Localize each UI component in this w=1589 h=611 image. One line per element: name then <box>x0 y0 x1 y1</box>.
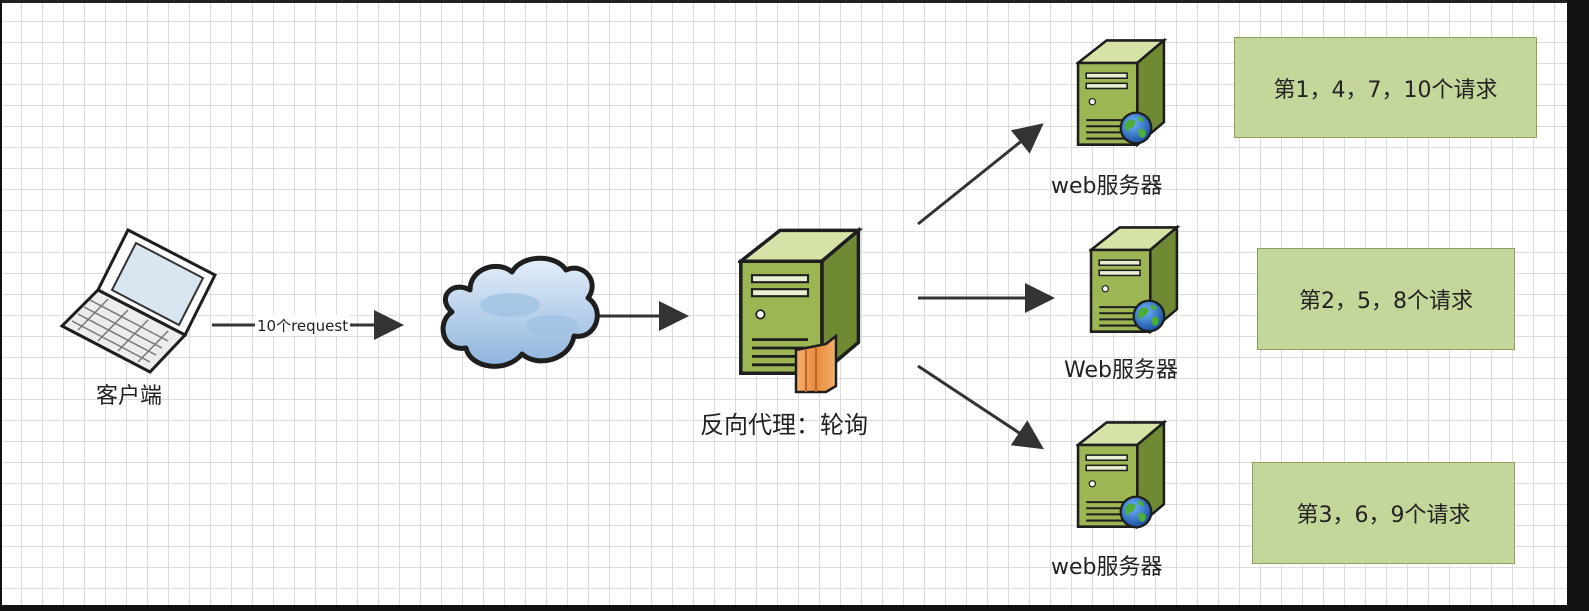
proxy-label: 反向代理：轮询 <box>700 411 868 439</box>
server-label-3: web服务器 <box>1051 555 1163 580</box>
globe-icon <box>1132 299 1166 333</box>
server-label-1: web服务器 <box>1051 174 1163 199</box>
cloud-icon <box>440 255 600 369</box>
firewall-icon <box>794 333 838 394</box>
request-note-2: 第2，5，8个请求 <box>1257 248 1515 350</box>
globe-icon <box>1119 111 1153 145</box>
server-label-2: Web服务器 <box>1064 358 1178 383</box>
laptop-icon <box>59 227 218 374</box>
edge-request-label: 10个request <box>255 315 351 336</box>
window-frame-left <box>0 0 2 611</box>
window-frame-top <box>0 0 1589 3</box>
window-frame-right <box>1567 0 1589 611</box>
window-frame-bottom <box>0 605 1589 611</box>
request-note-3: 第3，6，9个请求 <box>1252 462 1515 564</box>
globe-icon <box>1119 495 1153 529</box>
edge-proxy-to-server-3 <box>917 364 1045 450</box>
client-label: 客户端 <box>96 384 163 409</box>
request-note-1: 第1，4，7，10个请求 <box>1234 37 1537 138</box>
edge-proxy-to-server-1 <box>917 123 1044 226</box>
